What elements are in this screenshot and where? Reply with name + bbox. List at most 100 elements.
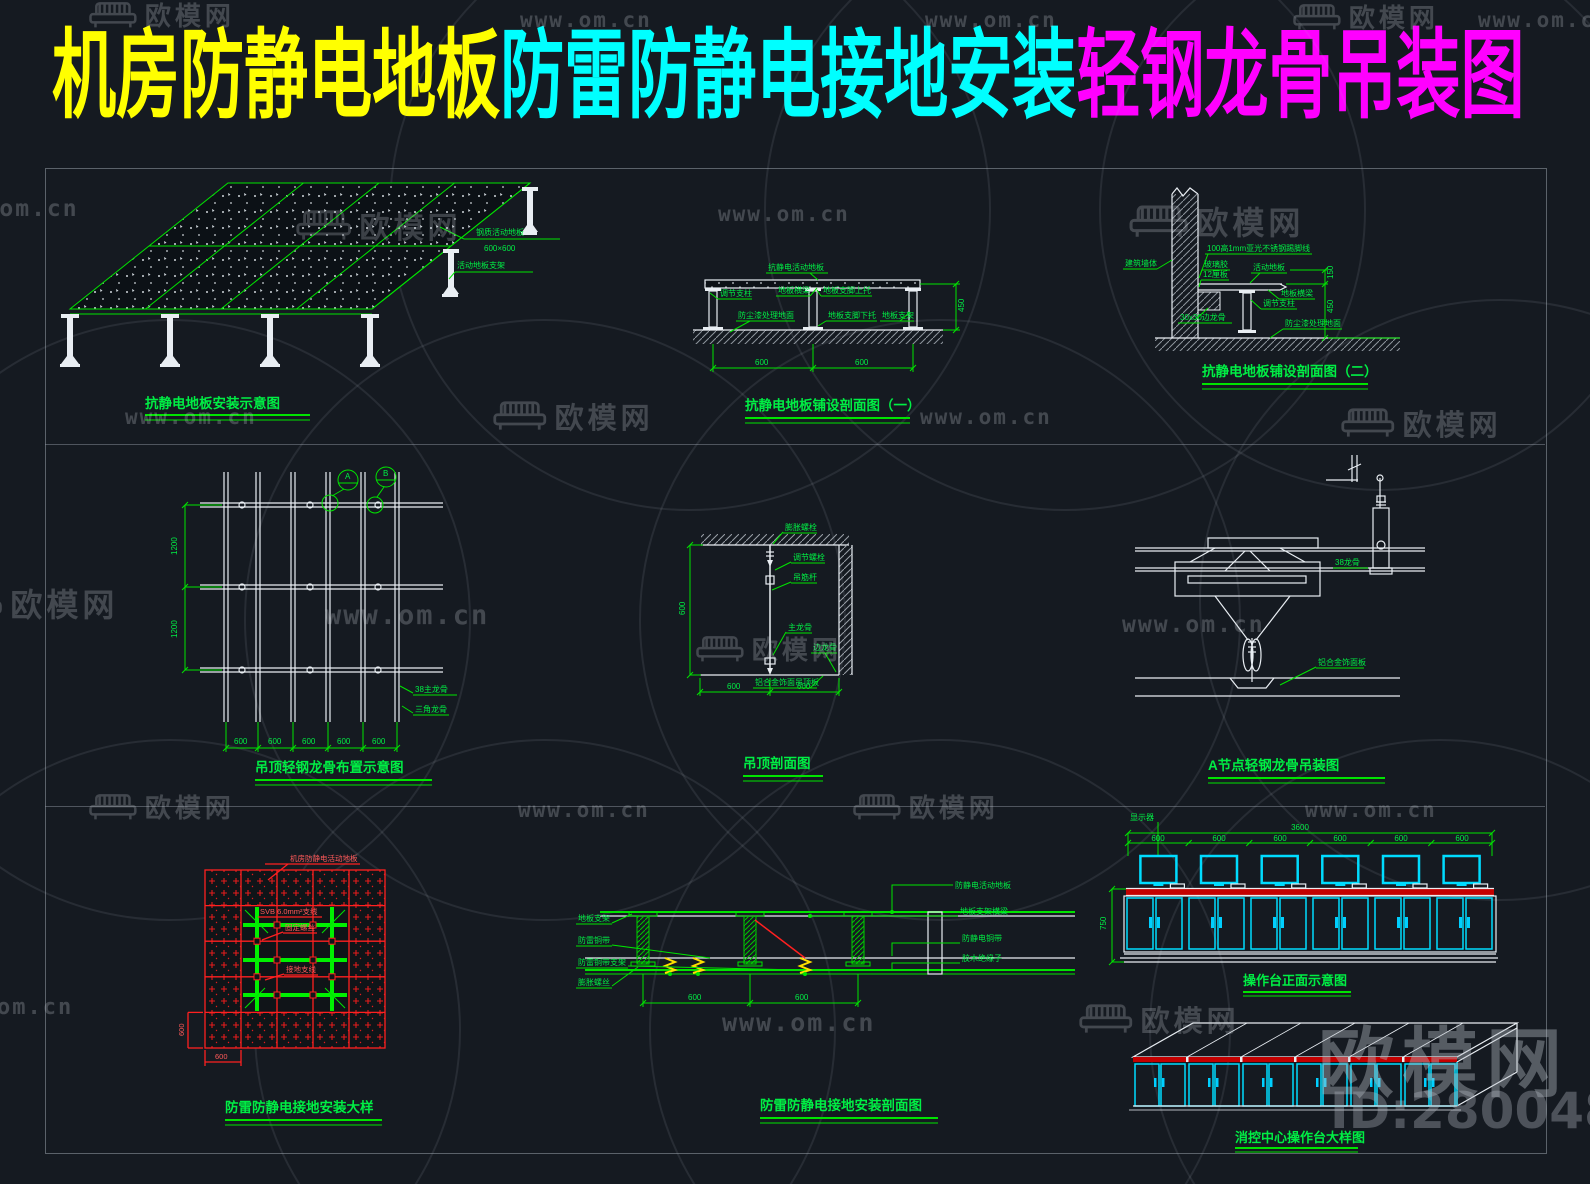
drawing-iso-floor: 钢质活动地板 600×600 活动地板支架 抗静电地板安装示意图	[60, 182, 560, 421]
row-separator	[45, 806, 1545, 807]
drawing-keel-plan: A B 1200 1200 600 600 600 600 600 38主龙骨 …	[170, 466, 457, 786]
panel-label: 机房防静电活动地板	[290, 853, 358, 863]
wall-label: 建筑墙体	[1125, 258, 1157, 268]
title-part-2: 防雷防静电接地安装	[500, 23, 1077, 130]
floor-lines	[585, 911, 1075, 975]
tri-keel-label: 三角龙骨	[415, 704, 447, 714]
main-keel-label: 主龙骨	[788, 622, 812, 632]
brand-watermark: 欧模网	[492, 395, 654, 437]
sofa-icon	[493, 401, 547, 430]
copper-label: 防雷铜带	[578, 935, 610, 945]
dim-600: 600	[302, 737, 316, 746]
sheet-border	[45, 168, 1547, 1154]
edge-keel-label: 30x30边龙骨	[1180, 312, 1226, 322]
structure	[700, 534, 853, 676]
url-watermark: www.om.cn	[722, 1008, 876, 1037]
dim-600: 600	[1455, 834, 1469, 843]
dimensions	[709, 280, 960, 372]
brand-text: 欧模网	[1140, 1006, 1240, 1038]
adjust-bolt-label: 调节螺栓	[793, 552, 825, 562]
dim-600: 600	[234, 737, 248, 746]
url-watermark: www.om.cn	[718, 202, 850, 226]
dim-600: 600	[1273, 834, 1287, 843]
keel-label: 38龙骨	[1335, 557, 1360, 567]
caption: 防雷防静电接地安装剖面图	[760, 1097, 922, 1113]
lower-bracket-label: 地板支脚下托	[828, 310, 876, 320]
labels: 38主龙骨 三角龙骨	[399, 684, 457, 716]
floor-finish-label: 防尘漆处理地面	[738, 310, 794, 320]
caption: 吊顶剖面图	[743, 755, 811, 771]
labels: 机房防静电活动地板 SVB 6.0mm²支线 固定螺丝 接地支线	[258, 853, 360, 981]
brand-text: 欧模网	[1402, 410, 1502, 442]
support-label: 活动地板支架	[457, 260, 505, 270]
dim-600: 600	[177, 1023, 186, 1036]
brand-watermark: 欧模网	[1292, 0, 1439, 35]
dim-600: 600	[795, 993, 809, 1002]
sofa-icon	[1293, 3, 1341, 29]
desktop-strip	[1126, 887, 1494, 897]
branch-label: 接地支线	[286, 964, 316, 974]
brand-text: 欧模网	[751, 635, 842, 665]
dim-600: 600	[727, 682, 741, 691]
row-separator	[45, 444, 1545, 445]
drawing-console-front: 显示器 3600 600 600 600 600 600 600 750	[1099, 813, 1498, 997]
caption: 抗静电地板铺设剖面图（二）	[1202, 363, 1378, 379]
url-watermark: www.om.cn	[920, 405, 1052, 429]
board-label: 12厘板	[1203, 269, 1228, 279]
url-watermark: www.om.cn	[1478, 8, 1590, 32]
panel-label: 铝合金饰面吊顶板	[755, 677, 819, 687]
title-part-1: 机房防静电地板	[52, 23, 501, 130]
caption: 吊顶轻钢龙骨布置示意图	[255, 759, 404, 775]
url-watermark: www.om.cn	[0, 995, 74, 1020]
node-a-marker: A	[345, 472, 351, 481]
hanger-rod	[764, 545, 776, 675]
dim-1200: 1200	[170, 620, 179, 638]
dim-600: 600	[1333, 834, 1347, 843]
url-watermark: www.om.cn	[1122, 612, 1265, 638]
beam-label: 地板支架横梁	[960, 906, 1008, 916]
pedestals	[703, 288, 923, 330]
ground-wire	[754, 919, 806, 959]
panel-label: 钢质活动地板	[476, 227, 524, 237]
detail-markers: A B	[321, 466, 397, 514]
hanger-label: 吊筋杆	[793, 572, 817, 582]
sofa-icon	[1079, 1004, 1133, 1033]
dimensions	[1108, 829, 1496, 966]
dimensions	[1286, 266, 1400, 342]
dim-450: 450	[1326, 299, 1335, 313]
beam-label: 地板横梁	[1281, 288, 1313, 298]
url-watermark: www.om.cn	[0, 196, 79, 222]
brand-text: 欧模网	[1348, 3, 1439, 33]
keel-grid	[200, 472, 443, 722]
copper-strips	[243, 907, 347, 1011]
brand-watermark: 欧模网	[88, 0, 235, 33]
url-watermark: www.om.cn	[520, 8, 652, 32]
wire-label: SVB 6.0mm²支线	[260, 906, 318, 916]
drawing-floor-section-2: 建筑墙体 100高1mm亚光不锈钢踢脚线 玻璃胶 12厘板 活动地板 地板横梁 …	[1123, 187, 1400, 390]
dim-600: 600	[855, 358, 869, 367]
labels: 钢质活动地板 600×600 活动地板支架	[439, 226, 560, 280]
brand-watermark: 欧模网	[88, 788, 235, 825]
adjust-label: 调节支柱	[1263, 298, 1295, 308]
dimensions	[686, 541, 843, 696]
left-labels: 地板支架 防雷铜带 防雷铜带支架 膨胀螺丝	[576, 913, 801, 989]
dimensions	[181, 501, 401, 752]
labels: 膨胀螺栓 调节螺栓 吊筋杆 主龙骨 边龙骨 铝合金饰面吊顶板	[753, 522, 837, 689]
cabinets	[1120, 895, 1498, 963]
brand-watermark: 欧模网	[1128, 198, 1304, 244]
dim-1200: 1200	[170, 537, 179, 555]
beam-label: 地板横梁	[778, 285, 810, 295]
dim-750: 750	[1099, 916, 1108, 930]
edge-keel-label: 边龙骨	[813, 642, 837, 652]
dim-600: 600	[337, 737, 351, 746]
brand-watermark: 欧模网	[0, 580, 118, 626]
dim-600: 600	[755, 358, 769, 367]
brand-text: 欧模网	[144, 1, 235, 31]
brand-text: 欧模网	[359, 212, 462, 245]
sofa-icon	[1129, 205, 1188, 237]
dim-600: 600	[1212, 834, 1226, 843]
drawing-grounding-section: 地板支架 防雷铜带 防雷铜带支架 膨胀螺丝 防静电活动地板 地板支架横梁 防静电…	[576, 880, 1075, 1124]
title-part-3: 轻钢龙骨吊装图	[1076, 23, 1525, 130]
url-watermark: www.om.cn	[1305, 798, 1437, 822]
dim-150: 150	[1326, 265, 1335, 279]
